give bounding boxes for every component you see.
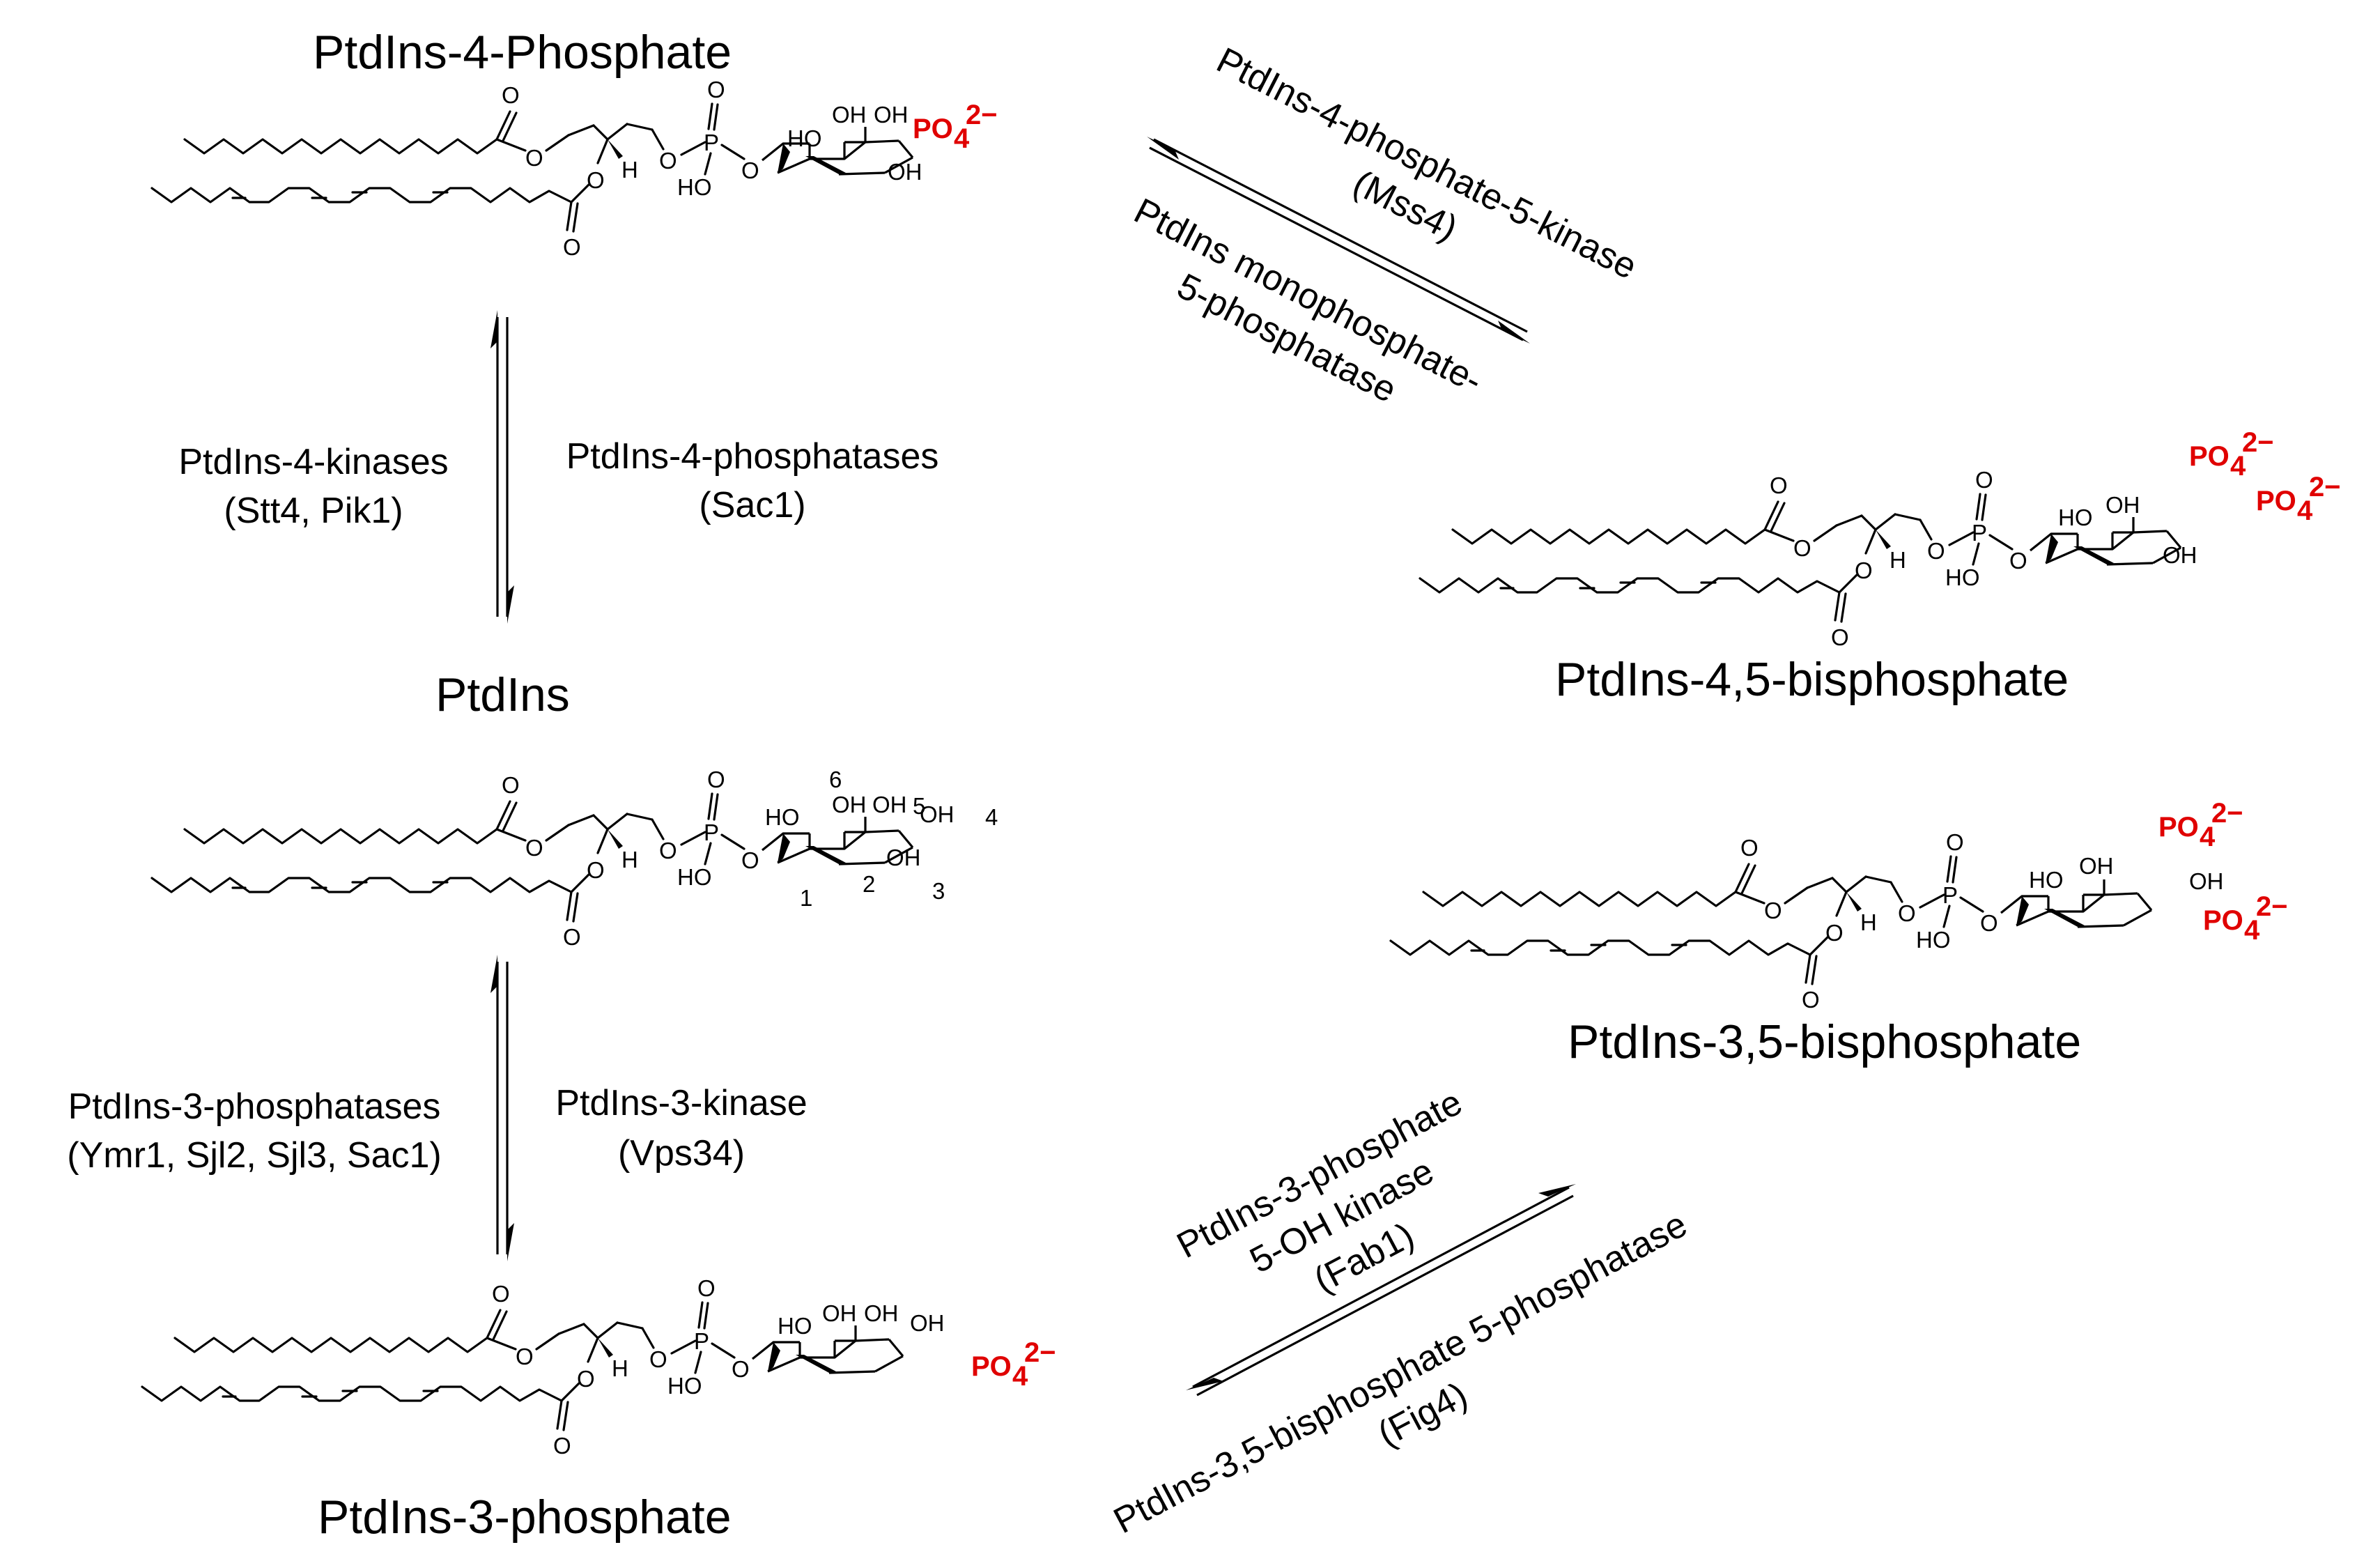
svg-text:OH: OH xyxy=(872,792,907,817)
enzyme-label-pi4k: PtdIns-4-kinases (Stt4, Pik1) xyxy=(178,442,448,531)
compound-title-pi3p: PtdIns-3-phosphate xyxy=(318,1491,732,1544)
svg-text:PO: PO xyxy=(971,1351,1012,1382)
svg-text:HO: HO xyxy=(765,804,800,830)
svg-text:4: 4 xyxy=(1012,1361,1028,1392)
svg-text:2−: 2− xyxy=(2242,427,2274,458)
svg-text:OH: OH xyxy=(2163,542,2197,568)
svg-text:OH: OH xyxy=(822,1300,857,1326)
svg-text:3: 3 xyxy=(932,878,945,904)
svg-text:(Vps34): (Vps34) xyxy=(618,1133,745,1174)
enzyme-label-pi4pase: PtdIns-4-phosphatases (Sac1) xyxy=(566,436,939,525)
svg-text:HO: HO xyxy=(787,125,822,151)
svg-text:2−: 2− xyxy=(2309,472,2341,502)
structure-pi4p: HO OH OH OH PO 4 2− xyxy=(150,75,998,261)
compound-title-pi: PtdIns xyxy=(435,668,570,721)
svg-text:OH: OH xyxy=(832,792,867,817)
svg-text:OH: OH xyxy=(2079,853,2114,879)
svg-text:PO: PO xyxy=(2256,486,2296,516)
svg-text:OH: OH xyxy=(864,1300,899,1326)
svg-text:4: 4 xyxy=(2230,451,2246,482)
svg-text:OH: OH xyxy=(874,102,909,128)
svg-text:PO: PO xyxy=(913,114,953,144)
svg-text:1: 1 xyxy=(800,885,812,911)
svg-text:HO: HO xyxy=(2058,505,2093,530)
svg-text:2−: 2− xyxy=(1024,1337,1056,1368)
svg-text:PtdIns-3-phosphatases: PtdIns-3-phosphatases xyxy=(68,1086,441,1127)
svg-text:PtdIns-4-phosphatases: PtdIns-4-phosphatases xyxy=(566,436,939,477)
phosphate-group-5: PO 4 2− xyxy=(2158,798,2243,852)
svg-text:2: 2 xyxy=(863,871,875,897)
svg-text:2−: 2− xyxy=(2256,891,2288,922)
svg-text:PO: PO xyxy=(2189,441,2230,472)
svg-text:6: 6 xyxy=(829,767,842,792)
svg-text:OH: OH xyxy=(2105,492,2140,518)
svg-text:(Stt4, Pik1): (Stt4, Pik1) xyxy=(224,491,403,531)
phosphate-group: PO 4 2− xyxy=(971,1337,1056,1392)
structure-pi35p2: HO OH OH PO 4 2− PO 4 2− xyxy=(1389,798,2288,1014)
structure-pi3p: HO OH OH OH PO 4 2− xyxy=(141,1274,1056,1460)
svg-text:2−: 2− xyxy=(2211,798,2243,829)
phosphate-group-3: PO 4 2− xyxy=(2203,891,2288,946)
phosphate-group-5: PO 4 2− xyxy=(2256,472,2341,526)
svg-text:4: 4 xyxy=(2297,495,2313,526)
phosphate-group-4: PO 4 2− xyxy=(2189,427,2274,482)
phosphate-group: PO 4 2− xyxy=(913,100,998,154)
equilibrium-arrow-pi4p-pi45p2 xyxy=(1147,137,1530,344)
structure-pi: HO OH OH OH OH 1 2 3 4 5 6 xyxy=(150,765,998,951)
svg-text:OH: OH xyxy=(920,801,955,827)
svg-text:PO: PO xyxy=(2203,905,2243,936)
svg-text:OH: OH xyxy=(888,159,922,185)
svg-text:4: 4 xyxy=(985,804,998,830)
structure-pi45p2: HO OH OH PO 4 2− PO 4 2− xyxy=(1419,427,2341,652)
compound-title-pi35p2: PtdIns-3,5-bisphosphate xyxy=(1568,1015,2081,1068)
svg-text:OH: OH xyxy=(832,102,867,128)
enzyme-label-pi3k: PtdIns-3-kinase (Vps34) xyxy=(555,1083,807,1174)
svg-text:4: 4 xyxy=(954,123,970,154)
svg-text:PO: PO xyxy=(2158,812,2199,843)
svg-text:HO: HO xyxy=(2029,867,2064,893)
enzyme-label-pi3pase: PtdIns-3-phosphatases (Ymr1, Sjl2, Sjl3,… xyxy=(67,1086,442,1176)
enzyme-label-fab1: PtdIns-3-phosphate 5-OH kinase (Fab1) xyxy=(1170,1082,1469,1301)
svg-text:4: 4 xyxy=(2244,915,2260,946)
equilibrium-arrow-pi4p-pi xyxy=(490,310,514,624)
compound-title-pi4p: PtdIns-4-Phosphate xyxy=(313,26,732,79)
equilibrium-arrow-pi3p-pi35p2 xyxy=(1186,1184,1576,1397)
ring-numbering: 1 2 3 4 5 6 xyxy=(800,767,998,911)
svg-text:PtdIns-4-phosphate-5-kinase: PtdIns-4-phosphate-5-kinase xyxy=(1210,40,1643,287)
compound-title-pi45p2: PtdIns-4,5-bisphosphate xyxy=(1555,653,2069,706)
svg-text:5: 5 xyxy=(913,793,925,819)
svg-text:PtdIns-4-kinases: PtdIns-4-kinases xyxy=(178,442,448,482)
svg-text:PtdIns-3-kinase: PtdIns-3-kinase xyxy=(555,1083,807,1123)
svg-text:HO: HO xyxy=(778,1313,812,1339)
svg-text:4: 4 xyxy=(2200,822,2216,852)
svg-text:OH: OH xyxy=(886,845,921,870)
svg-text:OH: OH xyxy=(910,1310,945,1336)
svg-text:(Ymr1, Sjl2, Sjl3, Sac1): (Ymr1, Sjl2, Sjl3, Sac1) xyxy=(67,1135,442,1176)
svg-text:OH: OH xyxy=(2189,868,2224,894)
equilibrium-arrow-pi-pi3p xyxy=(490,955,514,1261)
svg-text:(Sac1): (Sac1) xyxy=(699,485,805,525)
svg-text:2−: 2− xyxy=(966,100,998,130)
